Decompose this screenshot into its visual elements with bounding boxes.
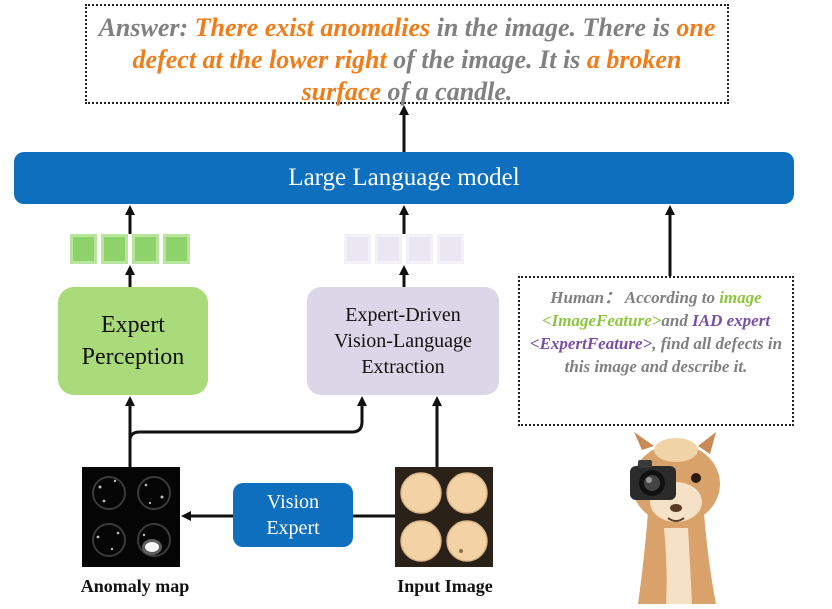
llm-label: Large Language model (288, 164, 520, 191)
human-prompt-box: Human： According to image <ImageFeature>a… (518, 276, 794, 426)
answer-highlight-location: one defect at the lower right (132, 13, 716, 74)
vision-expert-block: Vision Expert (233, 483, 353, 547)
evl-line-3: Extraction (361, 356, 445, 378)
answer-text-1: in the image. There is (430, 13, 677, 42)
arrow-anomaly-to-evl (128, 396, 367, 450)
expert-token (132, 234, 159, 264)
candles-graphic (395, 467, 493, 567)
vision-language-tokens (344, 234, 464, 264)
vision-language-token (375, 234, 402, 264)
expert-perception-block: Expert Perception (58, 287, 208, 395)
vision-language-token (437, 234, 464, 264)
human-expert-feature-token: <ExpertFeature> (529, 334, 653, 353)
human-image-feature-token: <ImageFeature> (541, 311, 662, 330)
expert-perception-line-2: Perception (81, 344, 185, 370)
answer-text-2: of the image. It is (386, 45, 587, 74)
answer-prefix: Answer: (98, 13, 195, 42)
human-text-rest: , find all defects in this image and des… (564, 334, 783, 376)
input-image-caption: Input Image (397, 576, 493, 596)
vision-language-token (344, 234, 371, 264)
answer-box: Answer: There exist anomalies in the ima… (85, 4, 729, 106)
large-language-model-block: Large Language model (14, 152, 794, 204)
human-prefix: Human： According to (550, 288, 720, 307)
human-highlight-image: image (719, 288, 762, 307)
expert-token (70, 234, 97, 264)
vision-language-token (406, 234, 433, 264)
expert-driven-vision-language-extraction-block: Expert-Driven Vision-Language Extraction (307, 287, 499, 395)
evl-line-2: Vision-Language (334, 330, 472, 352)
answer-highlight-defect-type: a broken surface (301, 45, 682, 106)
answer-highlight-anomalies: There exist anomalies (194, 13, 431, 42)
expert-tokens (70, 234, 190, 264)
vision-expert-line-2: Expert (266, 517, 320, 539)
expert-token (163, 234, 190, 264)
anomaly-map-caption: Anomaly map (80, 576, 190, 596)
expert-token (101, 234, 128, 264)
input-image (395, 467, 493, 567)
evl-line-1: Expert-Driven (345, 304, 461, 326)
human-highlight-iad-expert: IAD expert (692, 311, 771, 330)
expert-perception-line-1: Expert (101, 312, 165, 338)
human-text-and: and (661, 311, 693, 330)
anomaly-map-image (82, 467, 180, 567)
answer-text-3: of a candle. (381, 77, 513, 106)
llama-mascot-icon (612, 432, 742, 604)
vision-expert-line-1: Vision (266, 491, 320, 513)
anomaly-map-graphic (82, 467, 180, 567)
